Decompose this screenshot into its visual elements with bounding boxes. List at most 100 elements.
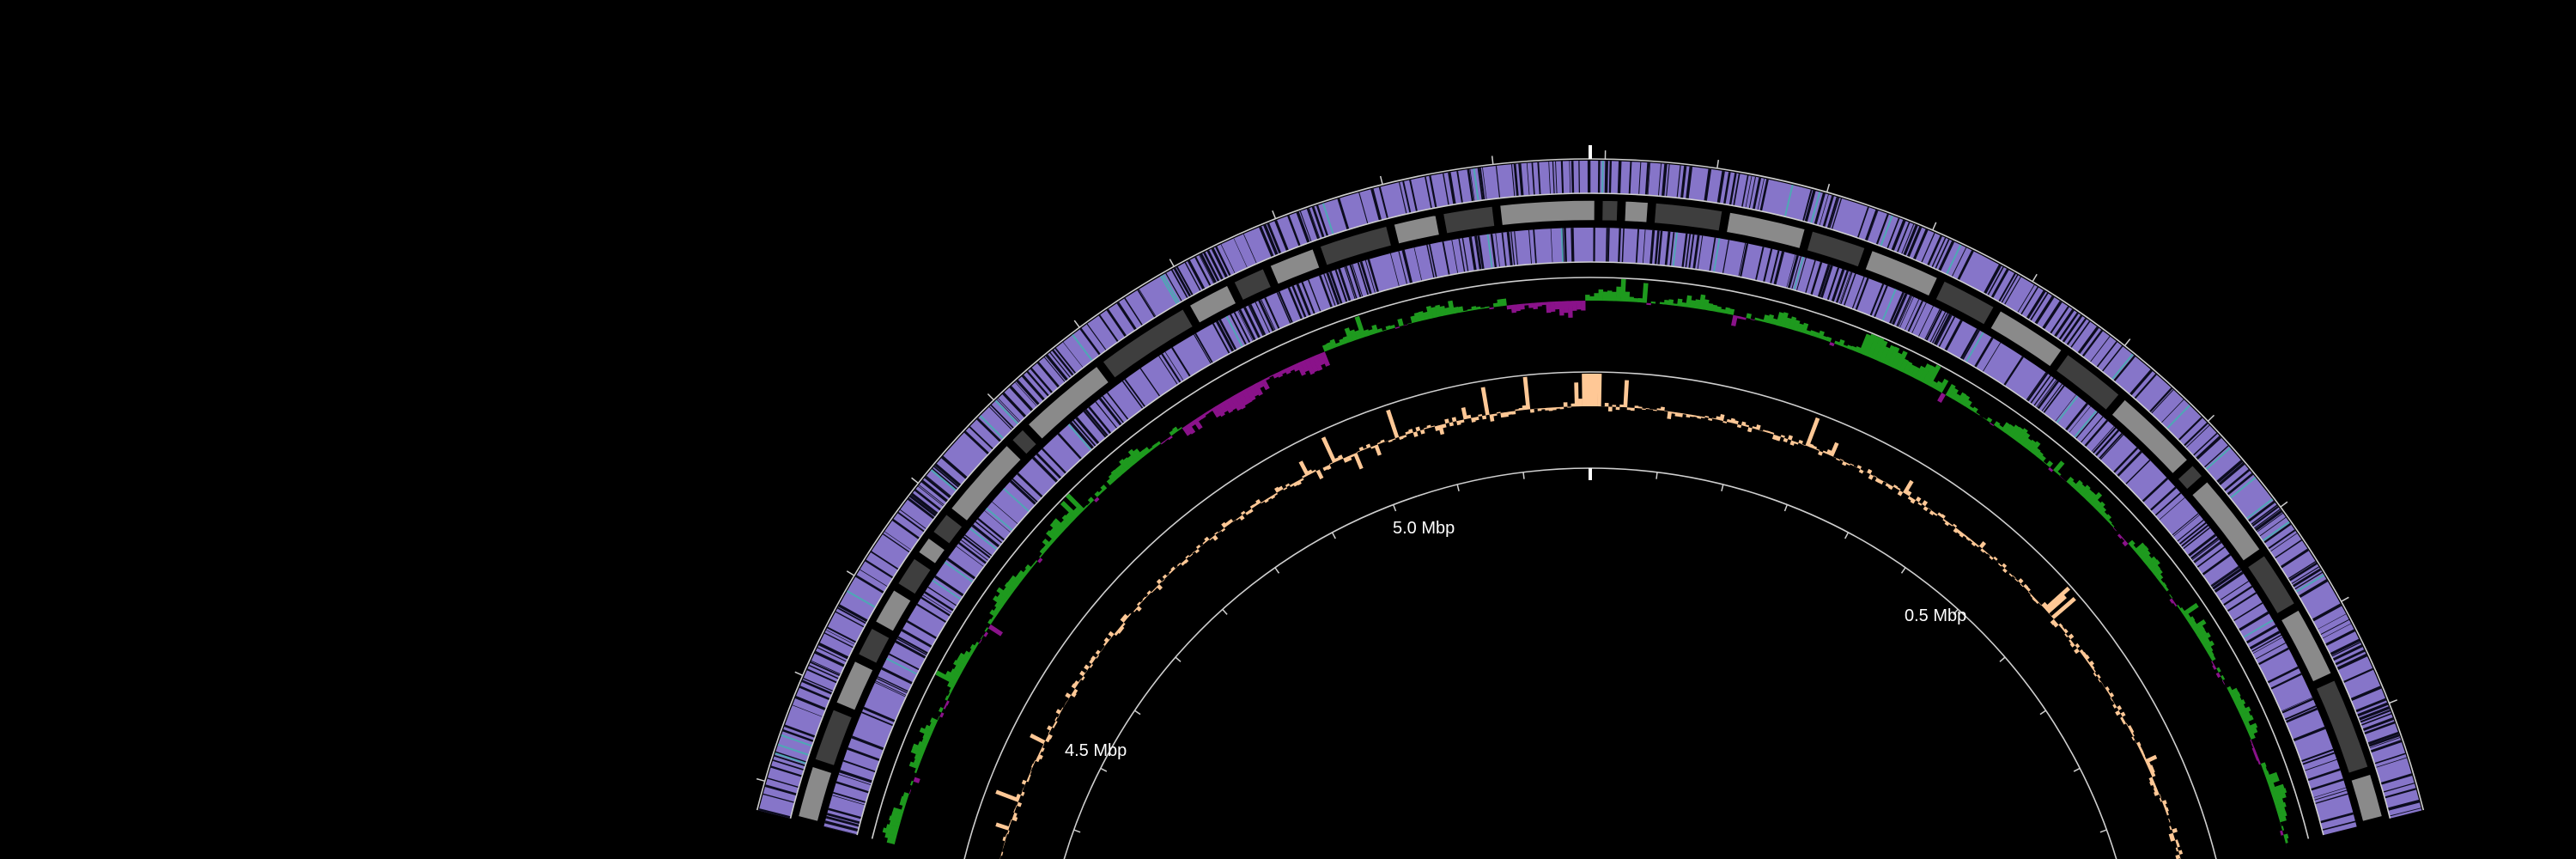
cds-forward-gap xyxy=(907,497,935,520)
gc-skew-bar xyxy=(2154,790,2160,796)
gc-content-bar xyxy=(908,761,920,770)
cds-forward-gap xyxy=(2223,469,2251,492)
gc-skew-bar xyxy=(1012,812,1018,818)
gc-skew-bar xyxy=(1928,508,1932,511)
cds-forward-gap xyxy=(2298,579,2329,599)
gc-content-bar xyxy=(1389,325,1395,329)
cds-forward-gap xyxy=(1759,179,1769,212)
gc-content-bar xyxy=(913,777,920,783)
cds-forward-gap xyxy=(1116,302,1138,331)
cds-forward-gap xyxy=(2253,509,2281,529)
gc-skew-bar xyxy=(1959,532,1965,538)
cds-reverse-gap xyxy=(975,521,1003,544)
gc-skew-bar xyxy=(2122,720,2127,725)
cds-forward-gap xyxy=(1315,204,1329,237)
gc-skew-bar xyxy=(1492,413,1498,417)
gc-content-bar xyxy=(1261,378,1270,391)
scale-tick xyxy=(1953,608,1959,615)
cds-forward-gap xyxy=(1442,173,1449,206)
gc-content-bar xyxy=(1462,310,1468,313)
cds-forward-gap xyxy=(1951,247,1967,277)
cds-forward-gap xyxy=(2367,734,2400,747)
gc-content-bar xyxy=(2134,542,2146,554)
cds-forward-gap xyxy=(2384,788,2417,799)
cds-forward-gap xyxy=(998,398,1021,423)
cds-forward-gap xyxy=(2312,603,2342,622)
outer-tick xyxy=(1932,222,1937,231)
cds-forward-gap xyxy=(1106,308,1127,338)
rna-mark xyxy=(932,579,962,600)
gc-skew-bar xyxy=(2032,596,2037,602)
gc-content-bar xyxy=(1237,391,1249,406)
gc-skew-bar xyxy=(1374,444,1382,456)
gc-content-bar xyxy=(1554,301,1560,310)
cds-forward-gap xyxy=(914,489,942,511)
gc-content-bar xyxy=(1546,302,1552,314)
cds-forward-gap xyxy=(926,475,952,497)
gc-skew-bar xyxy=(1248,509,1254,514)
gc-skew-bar xyxy=(1461,407,1468,420)
cds-forward-gap xyxy=(2001,274,2019,304)
cds-forward-gap xyxy=(2089,336,2111,362)
rna-mark xyxy=(944,561,974,583)
gc-content-bar xyxy=(1117,464,1127,474)
gc-skew-bar xyxy=(1798,440,1803,445)
gc-content-bar xyxy=(1986,417,1993,423)
cds-forward-gap xyxy=(2322,623,2352,639)
gc-content-bar xyxy=(1533,302,1538,310)
cds-reverse-gap xyxy=(863,706,896,723)
gc-skew-bar xyxy=(1619,404,1624,408)
cds-forward-gap xyxy=(823,632,854,649)
gc-skew-bar xyxy=(2175,854,2181,859)
gc-content-bar xyxy=(2075,484,2086,494)
gc-skew-bar xyxy=(1481,415,1487,420)
rna-mark xyxy=(2111,353,2134,381)
gc-skew-bar xyxy=(1002,844,1005,849)
gc-skew-bar xyxy=(1010,819,1012,824)
cds-reverse-gap xyxy=(2180,524,2209,548)
ring-line-3 xyxy=(871,277,2310,839)
gc-content-bar xyxy=(1394,326,1400,329)
cds-forward-gap xyxy=(2081,329,2104,357)
gc-content-bar xyxy=(1850,345,1857,352)
cds-reverse-gap xyxy=(2069,405,2091,434)
gc-content-bar xyxy=(2194,625,2205,636)
gc-content-bar xyxy=(2092,499,2101,509)
cds-reverse-gap xyxy=(1738,242,1747,277)
gc-skew-bar xyxy=(1162,574,1168,580)
cds-forward-gap xyxy=(1036,361,1060,388)
cds-reverse-gap xyxy=(1069,421,1095,450)
cds-reverse-gap xyxy=(1533,229,1537,265)
gc-skew-bar xyxy=(1801,444,1806,447)
cds-forward-gap xyxy=(909,495,938,517)
gc-content-bar xyxy=(1245,387,1256,401)
gc-content-bar xyxy=(2242,715,2254,724)
cds-forward-track xyxy=(758,160,2422,819)
cds-forward-gap xyxy=(1267,222,1282,254)
gc-content-bar xyxy=(2043,460,2047,465)
gc-skew-bar xyxy=(1489,414,1495,422)
contig-block xyxy=(950,444,1023,522)
cds-reverse-gap xyxy=(1929,311,1947,344)
cds-reverse-gap xyxy=(958,541,987,564)
gc-skew-bar xyxy=(1969,539,1974,543)
contig-block xyxy=(1442,204,1496,235)
gc-skew-bar xyxy=(1236,516,1241,521)
cds-forward-gap xyxy=(814,650,846,667)
cds-forward-gap xyxy=(775,751,807,763)
gc-skew-bar xyxy=(1567,406,1571,408)
gc-content-bar xyxy=(2014,428,2028,443)
gc-skew-bar xyxy=(1467,414,1472,419)
gc-content-bar xyxy=(2008,424,2020,438)
gc-skew-bar xyxy=(1850,463,1855,466)
cds-reverse-gap xyxy=(1084,409,1109,437)
cds-reverse-gap xyxy=(2269,673,2302,690)
gc-skew-bar xyxy=(1100,649,1103,653)
cds-forward-gap xyxy=(2330,642,2361,657)
gc-skew-bar xyxy=(1328,462,1334,466)
gc-skew-bar xyxy=(1388,439,1393,443)
cds-reverse-gap xyxy=(1681,233,1688,268)
cds-forward-gap xyxy=(2062,314,2083,344)
gc-content-bar xyxy=(1874,340,1888,362)
cds-reverse-gap xyxy=(838,774,872,786)
